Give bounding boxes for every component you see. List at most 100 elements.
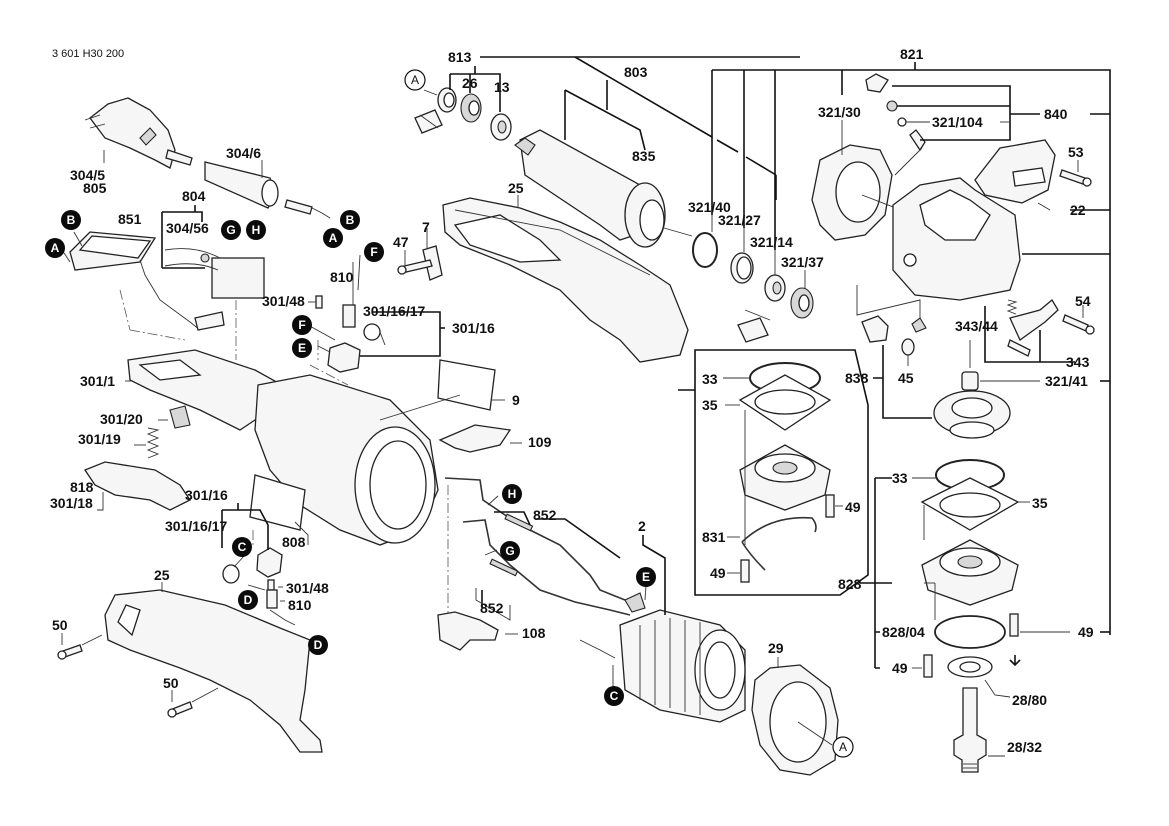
screw-49-a xyxy=(825,494,835,518)
svg-text:A: A xyxy=(839,740,847,754)
svg-text:E: E xyxy=(298,341,306,355)
bearing-813 xyxy=(437,87,457,113)
svg-text:A: A xyxy=(329,231,338,245)
svg-text:B: B xyxy=(67,213,76,227)
part-label-321-40: 321/40 xyxy=(688,199,731,215)
svg-text:G: G xyxy=(226,223,235,237)
part-label-49-a: 49 xyxy=(845,499,861,515)
label-plate-9 xyxy=(437,359,496,411)
switch-housing-851 xyxy=(69,231,225,331)
part-label-301-19: 301/19 xyxy=(78,431,121,447)
handle-25 xyxy=(104,589,323,753)
part-label-321-14: 321/14 xyxy=(750,234,793,250)
part-label-835: 835 xyxy=(632,148,656,164)
svg-text:H: H xyxy=(508,487,517,501)
brush-box-301-16-a xyxy=(327,342,361,373)
part-label-49-d: 49 xyxy=(892,660,908,676)
connector-c-brush: C xyxy=(232,537,252,557)
part-label-47: 47 xyxy=(393,234,409,250)
part-label-2: 2 xyxy=(638,518,646,534)
part-label-301-18: 301/18 xyxy=(50,495,93,511)
connector-e-brush: E xyxy=(292,338,312,358)
spindle-28-32 xyxy=(953,687,987,773)
connector-a-left: A xyxy=(45,238,65,258)
part-label-25-housing: 25 xyxy=(508,180,524,196)
connector-a-cord: A xyxy=(323,228,343,248)
lever-343 xyxy=(1007,299,1059,357)
screw-50-a xyxy=(57,644,83,660)
bearing-321-14 xyxy=(764,274,786,302)
part-label-851: 851 xyxy=(118,211,142,227)
part-label-49-c: 49 xyxy=(1078,624,1094,640)
sleeve-321-41 xyxy=(961,371,979,391)
part-label-29: 29 xyxy=(768,640,784,656)
part-label-50-b: 50 xyxy=(163,675,179,691)
gasket-35-b xyxy=(920,477,1020,531)
part-label-109: 109 xyxy=(528,434,552,450)
connector-b-cord: B xyxy=(340,210,360,230)
part-label-26: 26 xyxy=(462,75,478,91)
drawing-number: 3 601 H30 200 xyxy=(52,48,124,60)
connector-h-switch: H xyxy=(246,220,266,240)
part-label-304-56: 304/56 xyxy=(166,220,209,236)
svg-text:E: E xyxy=(642,570,650,584)
part-label-818: 818 xyxy=(70,479,94,495)
part-label-301-48-b: 301/48 xyxy=(286,580,329,596)
screw-54 xyxy=(1062,314,1095,335)
o-ring-828-04 xyxy=(934,615,1006,649)
part-label-805: 805 xyxy=(83,180,107,196)
switch-804 xyxy=(164,248,265,299)
ring-321-27 xyxy=(730,252,754,284)
stator-2 xyxy=(619,609,746,723)
part-label-831: 831 xyxy=(702,529,726,545)
part-label-810-b: 810 xyxy=(288,597,312,613)
part-label-852-b: 852 xyxy=(480,600,504,616)
svg-text:A: A xyxy=(411,73,419,87)
part-label-54: 54 xyxy=(1075,293,1091,309)
svg-text:F: F xyxy=(370,245,377,259)
part-label-35-b: 35 xyxy=(1032,495,1048,511)
part-label-838: 838 xyxy=(845,370,869,386)
svg-text:F: F xyxy=(298,318,305,332)
bearing-26 xyxy=(460,93,482,123)
part-label-301-16-b: 301/16 xyxy=(185,487,228,503)
part-label-28-32: 28/32 xyxy=(1007,739,1042,755)
part-label-813: 813 xyxy=(448,49,472,65)
trigger-818 xyxy=(84,461,191,511)
part-label-321-30: 321/30 xyxy=(818,104,861,120)
spring-343-44 xyxy=(1006,299,1018,315)
svg-text:B: B xyxy=(346,213,355,227)
bevel-gear xyxy=(933,390,1011,439)
svg-text:D: D xyxy=(244,593,253,607)
part-label-13: 13 xyxy=(494,79,510,95)
connector-g-switch: G xyxy=(221,220,241,240)
cover-plate-321-30 xyxy=(811,144,893,241)
part-label-49-b: 49 xyxy=(710,565,726,581)
part-label-852-a: 852 xyxy=(533,507,557,523)
part-label-343-44: 343/44 xyxy=(955,318,998,334)
head-housing xyxy=(892,177,1021,301)
svg-text:A: A xyxy=(51,241,60,255)
wire-852-a xyxy=(444,477,626,601)
alt-flange-kit-box xyxy=(694,349,869,596)
connector-b-left: B xyxy=(61,210,81,230)
brush-holder xyxy=(737,309,771,343)
part-label-33-a: 33 xyxy=(702,371,718,387)
clamp-7 xyxy=(422,245,443,281)
retaining-ring-321-40 xyxy=(692,232,718,268)
brush-box-301-16-b xyxy=(256,547,283,578)
connector-a-outline-top: A xyxy=(404,69,426,91)
wire-852-b xyxy=(462,519,631,616)
air-deflector-109 xyxy=(438,424,512,453)
part-label-821: 821 xyxy=(900,46,924,62)
cord-sleeve-304-6 xyxy=(204,161,279,209)
plug-304-5 xyxy=(84,97,193,169)
svg-text:D: D xyxy=(314,638,323,652)
gear-housing-25 xyxy=(442,197,689,363)
part-label-301-48-a: 301/48 xyxy=(262,293,305,309)
pinion-838 xyxy=(861,315,889,343)
flange-a xyxy=(739,444,831,511)
part-label-301-16-17-b: 301/16/17 xyxy=(165,518,227,534)
part-label-803: 803 xyxy=(624,64,648,80)
